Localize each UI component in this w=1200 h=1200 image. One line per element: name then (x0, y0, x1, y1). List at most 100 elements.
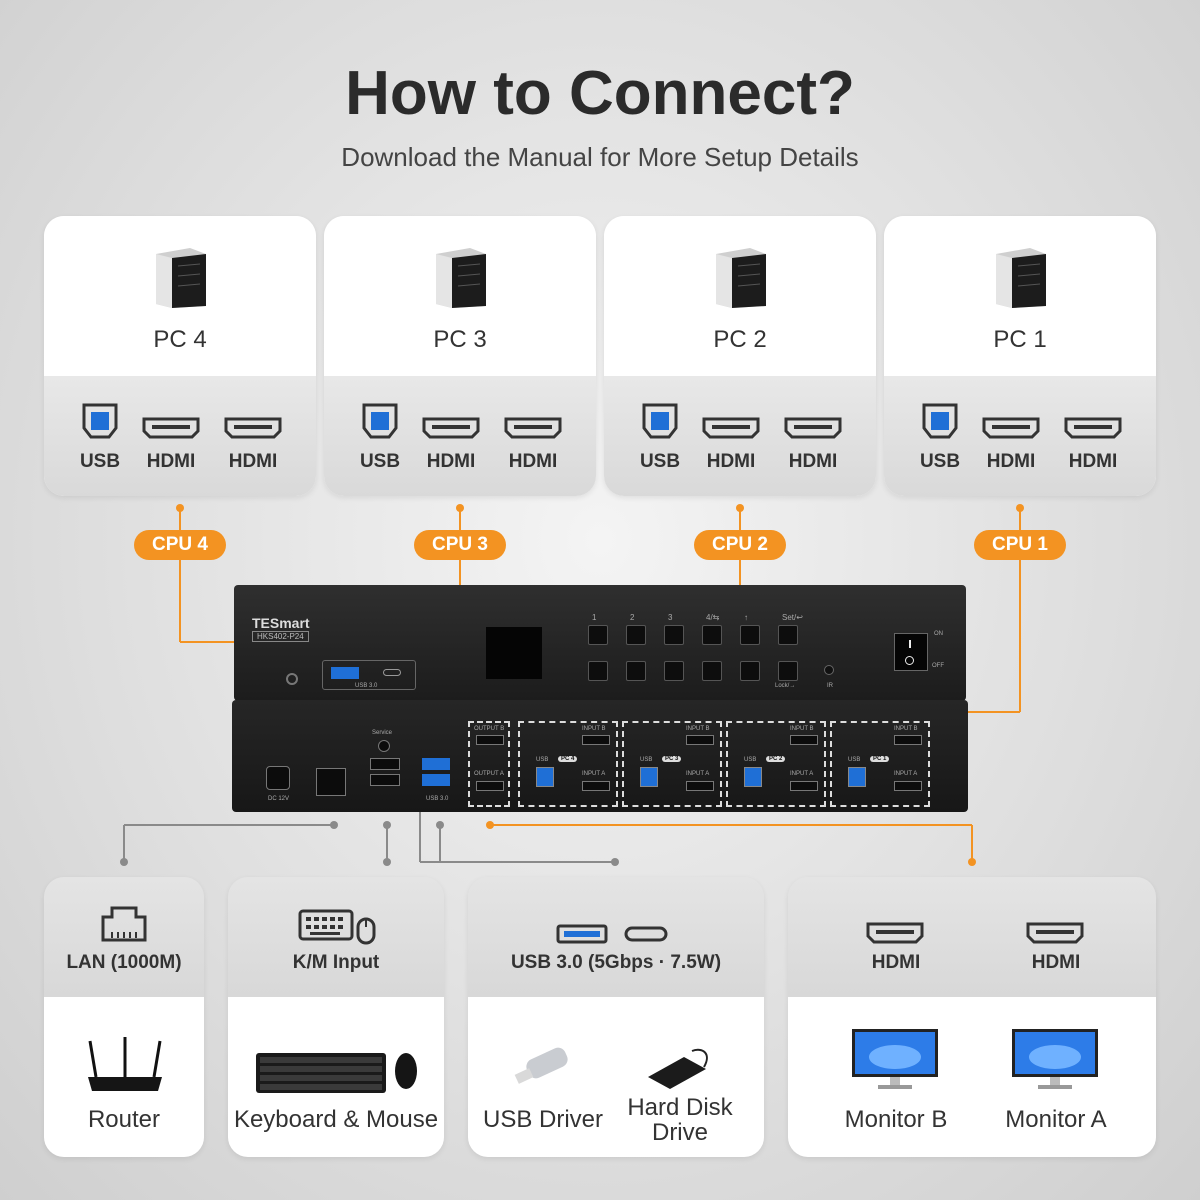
port-label: USB (639, 451, 681, 472)
router-icon (88, 1037, 162, 1091)
output-b-label: OUTPUT B (474, 726, 505, 732)
front-button-label: 1 (592, 613, 597, 622)
usb-b-port (640, 767, 658, 787)
port-label: HDMI (986, 451, 1036, 472)
port-label: HDMI (788, 451, 838, 472)
output-a-label: OUTPUT A (474, 771, 504, 777)
pc-label: PC 4 (153, 326, 207, 353)
front-panel-button[interactable] (702, 661, 722, 681)
pc-hdmi-port: HDMI (502, 416, 564, 473)
usb-b-port (744, 767, 762, 787)
hdmi-icon (702, 417, 760, 439)
usb-a-port (331, 667, 359, 679)
front-panel-button[interactable] (778, 625, 798, 645)
hdmi-icon (224, 417, 282, 439)
front-panel-button[interactable] (740, 625, 760, 645)
pc-usb-port: USB (918, 402, 962, 473)
front-button-label: 4/⇆ (706, 613, 720, 622)
pc-tag: PC 3 (662, 756, 682, 762)
pc-tag: PC 2 (766, 756, 786, 762)
input-b-label: INPUT B (582, 726, 606, 732)
front-panel-button[interactable] (702, 625, 722, 645)
front-button-label: Set/↩ (782, 613, 803, 622)
usb-drive-icon (514, 1047, 568, 1084)
input-b-label: INPUT B (790, 726, 814, 732)
power-switch[interactable] (894, 633, 928, 671)
front-panel-button[interactable] (664, 625, 684, 645)
usb-card: USB 3.0 (5Gbps · 7.5W) USB Driver Hard D… (468, 877, 764, 1157)
output-a-hdmi (476, 781, 504, 791)
port-label: HDMI (706, 451, 756, 472)
hdmi-icon (504, 417, 562, 439)
usb-label: USB (640, 757, 653, 763)
hard-disk-icon (648, 1048, 708, 1089)
front-panel-button[interactable] (588, 625, 608, 645)
pc-card: PC 4 USB HDMI HDMI (44, 216, 316, 496)
input-a-label: INPUT A (894, 771, 918, 777)
usb-b-icon (362, 403, 398, 439)
usb-b-icon (642, 403, 678, 439)
front-panel-button[interactable] (664, 661, 684, 681)
front-panel-button[interactable] (778, 661, 798, 681)
pc-label: PC 1 (993, 326, 1047, 353)
hdmi-a-head-label: HDMI (1031, 952, 1081, 973)
front-panel-button[interactable] (740, 661, 760, 681)
front-button-label: ↑ (744, 613, 748, 622)
input-a-hdmi (582, 781, 610, 791)
pc-tower-icon (436, 248, 486, 308)
km-card: K/M Input Keyboard & Mouse (228, 877, 444, 1157)
input-port-group: INPUT B USB PC 2 INPUT A (726, 721, 826, 807)
port-label: USB (919, 451, 961, 472)
front-panel-button[interactable] (588, 661, 608, 681)
pc-label: PC 3 (433, 326, 487, 353)
pc-hdmi-port: HDMI (700, 416, 762, 473)
usb-b-port (536, 767, 554, 787)
front-panel-button[interactable] (626, 661, 646, 681)
hdmi-icon (422, 417, 480, 439)
hdmi-b-icon (866, 922, 924, 944)
dc-power-port (266, 766, 290, 790)
port-label: HDMI (508, 451, 558, 472)
port-label: USB (79, 451, 121, 472)
front-button-label: 2 (630, 613, 635, 622)
lan-head-label: LAN (1000M) (66, 952, 182, 973)
usb-c-port (383, 669, 401, 676)
pc-label: PC 2 (713, 326, 767, 353)
pc-card: PC 2 USB HDMI HDMI (604, 216, 876, 496)
usb-label: USB (536, 757, 549, 763)
port-label: USB (359, 451, 401, 472)
audio-jack-icon (286, 673, 298, 685)
pc-card: PC 1 USB HDMI HDMI (884, 216, 1156, 496)
input-b-hdmi (894, 735, 922, 745)
keyboard-mouse-device-icon (256, 1053, 417, 1093)
model-label: HKS402-P24 (252, 631, 309, 642)
usb-head-label: USB 3.0 (5Gbps · 7.5W) (510, 952, 722, 973)
monitor-a-label: Monitor A (1005, 1106, 1107, 1133)
lan-port (316, 768, 346, 796)
input-a-hdmi (894, 781, 922, 791)
cpu-connector-label: CPU 3 (414, 530, 506, 560)
pc-tag: PC 4 (558, 756, 578, 762)
pc-tag: PC 1 (870, 756, 890, 762)
input-a-label: INPUT A (790, 771, 814, 777)
pc-usb-port: USB (78, 402, 122, 473)
input-port-group: INPUT B USB PC 4 INPUT A (518, 721, 618, 807)
pc-tower-icon (716, 248, 766, 308)
output-b-hdmi (476, 735, 504, 745)
monitor-a-icon (1012, 1029, 1098, 1089)
input-port-group: INPUT B USB PC 1 INPUT A (830, 721, 930, 807)
monitor-b-icon (852, 1029, 938, 1089)
km-usb-port-2 (370, 774, 400, 786)
usb-ports-icon (556, 924, 668, 944)
hdmi-icon (142, 417, 200, 439)
dc-label: DC 12V (268, 796, 290, 802)
ethernet-icon (101, 906, 147, 942)
cpu-connector-label: CPU 1 (974, 530, 1066, 560)
front-panel-button[interactable] (626, 625, 646, 645)
pc-usb-port: USB (358, 402, 402, 473)
usb-b-port (848, 767, 866, 787)
front-usb-label: USB 3.0 (355, 683, 378, 689)
ir-label: IR (827, 683, 833, 689)
input-b-label: INPUT B (686, 726, 710, 732)
pc-hdmi-port: HDMI (420, 416, 482, 473)
